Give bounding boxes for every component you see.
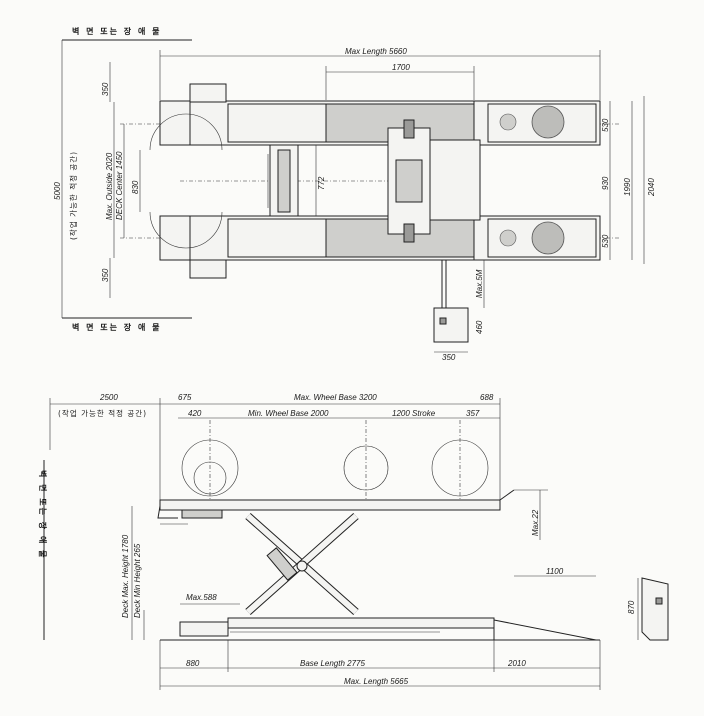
deck-center: DECK Center 1450	[115, 151, 124, 220]
top-view: 벽 면 또는 장 애 물 벽 면 또는 장 애 물 5000 (작업 가능한 적…	[53, 26, 656, 362]
max-wheel-base: Max. Wheel Base 3200	[294, 393, 377, 402]
deck-min-height: Deck Min Height 265	[133, 543, 142, 618]
deck-max-height: Deck Max. Height 1780	[121, 534, 130, 618]
min-wheel-base: Min. Wheel Base 2000	[248, 409, 329, 418]
dim-2500: 2500	[99, 393, 118, 402]
dim-2040: 2040	[647, 178, 656, 197]
dim-max-5m: Max.5M	[475, 269, 484, 298]
side-view: 2500 675 Max. Wheel Base 3200 688 (작업 가능…	[38, 393, 669, 690]
dim-870: 870	[627, 600, 636, 614]
dim-350-control: 350	[442, 353, 456, 362]
scissor-pivot	[296, 560, 308, 572]
work-space-label-side: (작업 가능한 적정 공간)	[58, 408, 147, 418]
dim-350-top: 350	[101, 82, 110, 96]
wall-label-side: 벽 면 또는 장 애 물	[38, 470, 48, 559]
dim-max-22: Max.22	[531, 509, 540, 536]
dim-max-588: Max.588	[186, 593, 217, 602]
dim-772: 772	[317, 176, 326, 190]
base-length: Base Length 2775	[300, 659, 365, 668]
dim-420: 420	[188, 409, 202, 418]
dim-1990: 1990	[623, 178, 632, 196]
max-length-top: Max Length 5660	[345, 47, 407, 56]
dim-1100: 1100	[546, 567, 564, 576]
dim-530-bottom: 530	[601, 234, 610, 248]
control-box-side	[641, 577, 669, 641]
wall-label-top: 벽 면 또는 장 애 물	[72, 26, 161, 36]
wall-label-bottom: 벽 면 또는 장 애 물	[72, 322, 161, 332]
dim-460: 460	[475, 320, 484, 334]
dim-350-bottom: 350	[101, 268, 110, 282]
dim-530-top: 530	[601, 118, 610, 132]
dim-357: 357	[466, 409, 480, 418]
work-space-label-top: (작업 가능한 적정 공간)	[68, 151, 78, 240]
stroke: 1200 Stroke	[392, 409, 436, 418]
dim-930: 930	[601, 176, 610, 190]
max-outside: Max. Outside 2020	[105, 152, 114, 220]
side-deck-raised	[159, 499, 501, 511]
pad-upper-right	[531, 105, 565, 139]
control-box[interactable]	[433, 307, 469, 343]
side-base	[227, 617, 495, 629]
dim-688: 688	[480, 393, 494, 402]
dim-2010: 2010	[507, 659, 526, 668]
dim-880: 880	[186, 659, 200, 668]
dim-830: 830	[131, 180, 140, 194]
max-length-side: Max. Length 5665	[344, 677, 409, 686]
dim-5000: 5000	[53, 182, 62, 200]
dim-675: 675	[178, 393, 192, 402]
dim-1700: 1700	[392, 63, 410, 72]
pad-lower-right	[531, 221, 565, 255]
